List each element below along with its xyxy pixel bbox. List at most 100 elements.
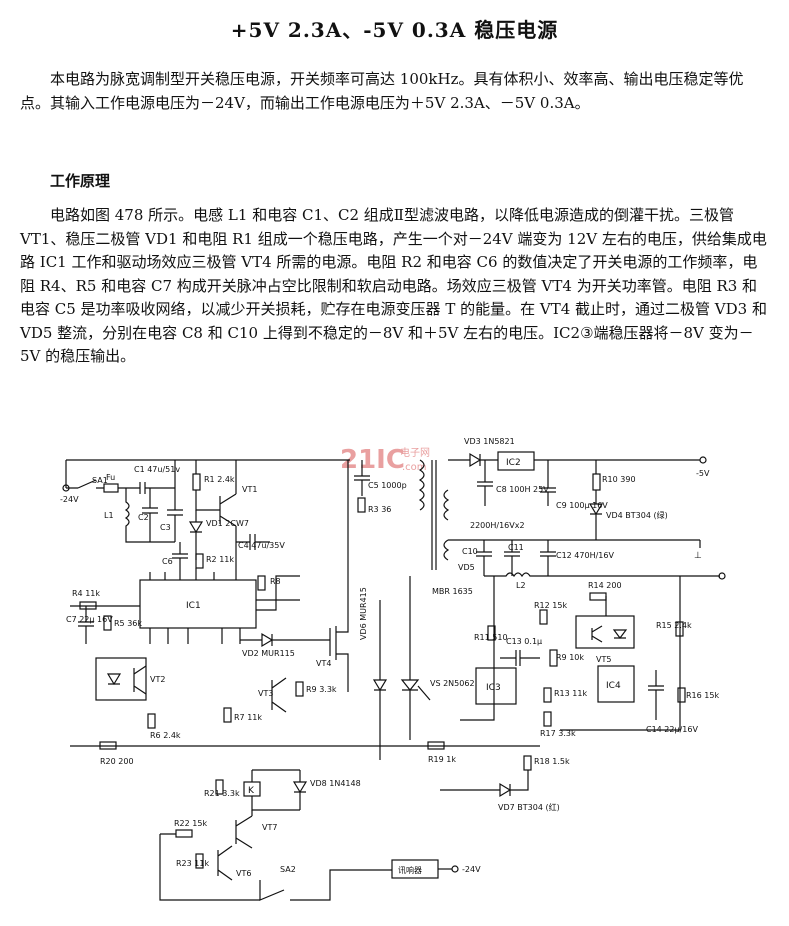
c2-cap (142, 488, 158, 542)
intro-paragraph: 本电路为脉宽调制型开关稳压电源，开关频率可高达 100kHz。具有体积小、效率高… (20, 70, 744, 112)
r9b-pot (549, 649, 558, 667)
r15-label: R15 2.4k (656, 621, 692, 630)
r7 (223, 707, 232, 723)
fuse-label: Fu (106, 473, 115, 482)
neg5v-label: -5V (696, 469, 710, 478)
vt7-transistor (235, 810, 253, 849)
transformer-t (418, 459, 450, 570)
r5 (103, 615, 112, 631)
vt3-transistor (271, 677, 287, 713)
c13-cap (500, 650, 540, 666)
r1 (192, 473, 201, 491)
r13 (543, 687, 552, 703)
r10-label: R10 390 (602, 475, 636, 484)
body-paragraph: 电路如图 478 所示。电感 L1 和电容 C1、C2 组成Ⅱ型滤波电路，以降低… (20, 206, 767, 365)
c4-label: C4 47u/35V (238, 541, 285, 550)
vd7-label: VD7 BT304 (红) (498, 802, 560, 812)
vt5-label: VT5 (596, 655, 611, 664)
r22-label: R22 15k (174, 819, 207, 828)
r16-label: R16 15k (686, 691, 719, 700)
l2-label: L2 (516, 581, 526, 590)
r3-label: R3 36 (368, 505, 391, 514)
ic1-bottom-pins (149, 628, 241, 644)
neg5v-terminal (699, 456, 707, 464)
c1-label: C1 47u/51v (134, 465, 180, 474)
r23 (195, 853, 204, 869)
vt2-label: VT2 (150, 675, 165, 684)
c10-label: C10 (462, 547, 478, 556)
vd5-label: VD5 (458, 563, 475, 572)
r9b-label: R9 10k (556, 653, 584, 662)
sa2-switch (259, 869, 392, 901)
vt3-label: VT3 (258, 689, 273, 698)
r11-label: R11 510 (474, 633, 508, 642)
r4-label: R4 11k (72, 589, 100, 598)
c14-cap (648, 670, 664, 720)
ic4-label: IC4 (606, 681, 621, 691)
l1-label: L1 (104, 511, 114, 520)
vt6-wire (159, 833, 260, 901)
c10-cap (476, 540, 492, 576)
watermark-sub: 电子网 (400, 446, 430, 459)
c7-cap (78, 606, 94, 644)
r8 (257, 575, 266, 591)
vt7-label: VT7 (262, 823, 277, 832)
ic2-block (497, 451, 535, 471)
r10 (592, 473, 601, 491)
c6-cap (172, 542, 188, 572)
ic1-block (139, 579, 257, 629)
buzzer-label: 讯响器 (398, 865, 422, 875)
r18 (523, 755, 532, 771)
r7-label: R7 11k (234, 713, 262, 722)
inductor-l2 (484, 572, 720, 578)
r16 (677, 687, 686, 703)
ground-rail (448, 539, 701, 548)
c8-cap (477, 460, 493, 506)
r2-label: R2 11k (206, 555, 234, 564)
vd6-label: VD6 MUR415 (359, 587, 368, 640)
vd2-diode (240, 632, 300, 648)
r22 (175, 829, 193, 838)
c13-label: C13 0.1μ (506, 637, 542, 646)
c2-label: C2 (138, 513, 149, 522)
c9-label: C9 100μ 16V (556, 501, 608, 510)
r9 (295, 681, 304, 697)
inductor-l1 (124, 488, 175, 543)
vt6-transistor (217, 845, 233, 881)
vd4-label: VD4 BT304 (绿) (606, 511, 668, 520)
vt1-transistor (219, 460, 237, 560)
r3 (357, 497, 366, 513)
ic3-label: IC3 (486, 683, 501, 693)
r19 (427, 741, 445, 750)
circuit-schematic: 21IC 电子网 .com -24V SA1 Fu C1 47u/51v L1 … (60, 437, 726, 901)
ic2-label: IC2 (506, 458, 521, 468)
mbr-label: MBR 1635 (432, 587, 473, 596)
feedback-wire (460, 576, 495, 721)
c3-label: C3 (160, 523, 171, 532)
r21-label: R21 3.3k (204, 789, 240, 798)
vd4-led (588, 460, 604, 540)
vd3-label: VD3 1N5821 (464, 437, 515, 446)
r21 (215, 779, 224, 795)
r19-label: R19 1k (428, 755, 456, 764)
vd8-diode (251, 769, 308, 811)
sa1-switch (77, 479, 104, 489)
vd8-label: VD8 1N4148 (310, 779, 361, 788)
c9-cap (540, 460, 556, 506)
c5-label: C5 1000p (368, 481, 407, 490)
r14-label: R14 200 (588, 581, 622, 590)
ground-symbol: ⊥ (694, 551, 702, 561)
ic1-label: IC1 (186, 601, 201, 611)
vt1-label: VT1 (242, 485, 257, 494)
r12-label: R12 15k (534, 601, 567, 610)
relay-label: K (248, 786, 255, 796)
ic4-block (597, 665, 635, 703)
r17 (543, 711, 552, 727)
c3-cap (167, 460, 183, 542)
vs-label: VS 2N5062 (430, 679, 475, 688)
r8-label: R8 (270, 577, 281, 586)
ic3-block (475, 667, 517, 705)
vt2-transistor (133, 665, 147, 695)
input-terminal (62, 484, 70, 492)
ic1-right-wire (256, 575, 300, 611)
